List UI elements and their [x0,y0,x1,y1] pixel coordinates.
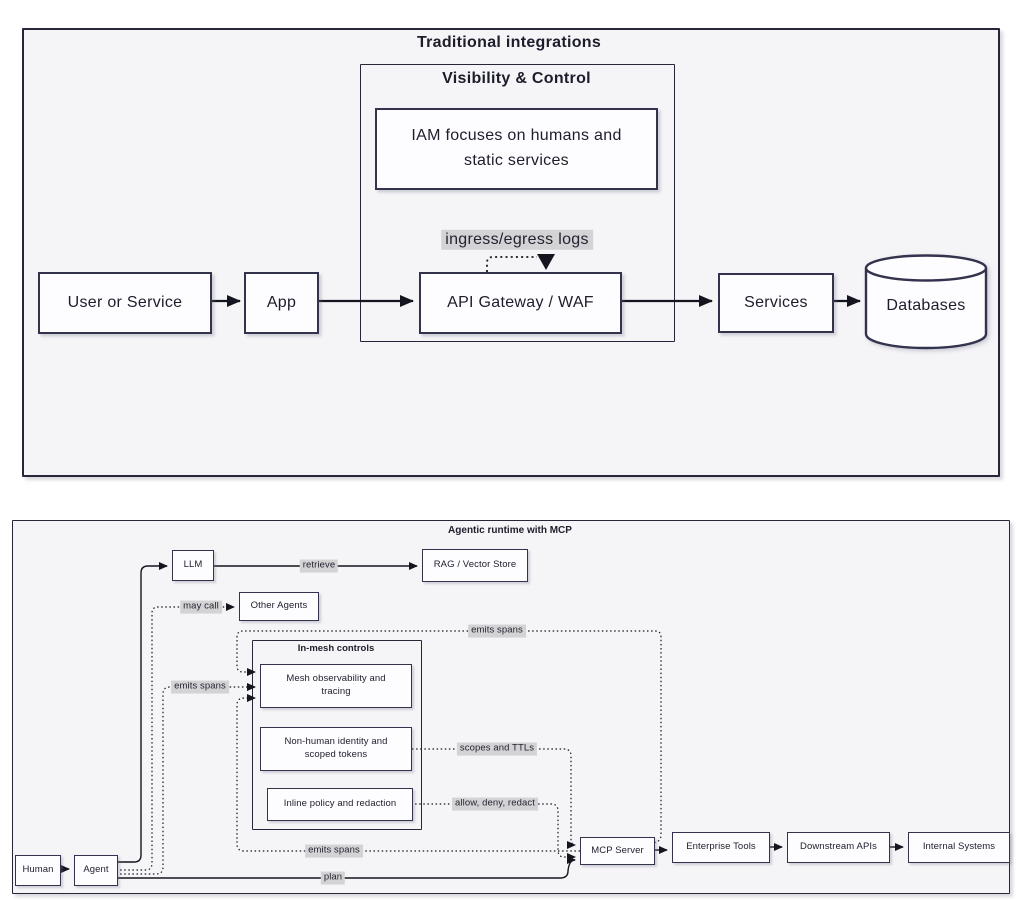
edge-label-emits-spans-bottom: emits spans [305,844,363,858]
node-agent: Agent [74,855,118,886]
node-mcp-server: MCP Server [580,837,655,865]
node-databases-cylinder [864,254,988,350]
edge-label-allow-deny-redact: allow, deny, redact [452,797,538,811]
node-services: Services [718,273,834,333]
node-app: App [244,272,319,334]
node-iam-note: IAM focuses on humans and static service… [375,108,658,190]
node-inline-policy: Inline policy and redaction [267,788,413,821]
agentic-runtime-title: Agentic runtime with MCP [448,525,572,536]
node-mesh-observability: Mesh observability and tracing [260,664,412,708]
traditional-integrations-title: Traditional integrations [416,34,602,51]
node-enterprise-tools: Enterprise Tools [672,832,770,863]
visibility-control-title: Visibility & Control [442,70,591,87]
node-user-or-service: User or Service [38,272,212,334]
node-human: Human [15,855,61,886]
inmesh-controls-title: In-mesh controls [297,643,375,654]
node-downstream-apis: Downstream APIs [787,832,890,863]
visibility-control-subgraph [360,64,675,342]
traditional-integrations-panel [22,28,1000,477]
edge-label-retrieve: retrieve [299,559,339,573]
node-other-agents: Other Agents [239,592,319,621]
edge-label-ingress-egress: ingress/egress logs [441,229,593,251]
node-internal-systems: Internal Systems [908,832,1010,863]
node-databases-label: Databases [886,297,966,314]
node-api-gateway: API Gateway / WAF [419,272,622,334]
edge-label-scopes-ttls: scopes and TTLs [456,742,538,756]
node-rag-vector-store: RAG / Vector Store [422,549,528,582]
node-llm: LLM [172,550,214,581]
edge-label-may-call: may call [180,600,222,614]
edge-label-plan: plan [320,871,346,885]
edge-label-emits-spans-top: emits spans [468,624,526,638]
node-nonhuman-identity: Non-human identity and scoped tokens [260,727,412,771]
edge-label-emits-spans-left: emits spans [171,680,229,694]
